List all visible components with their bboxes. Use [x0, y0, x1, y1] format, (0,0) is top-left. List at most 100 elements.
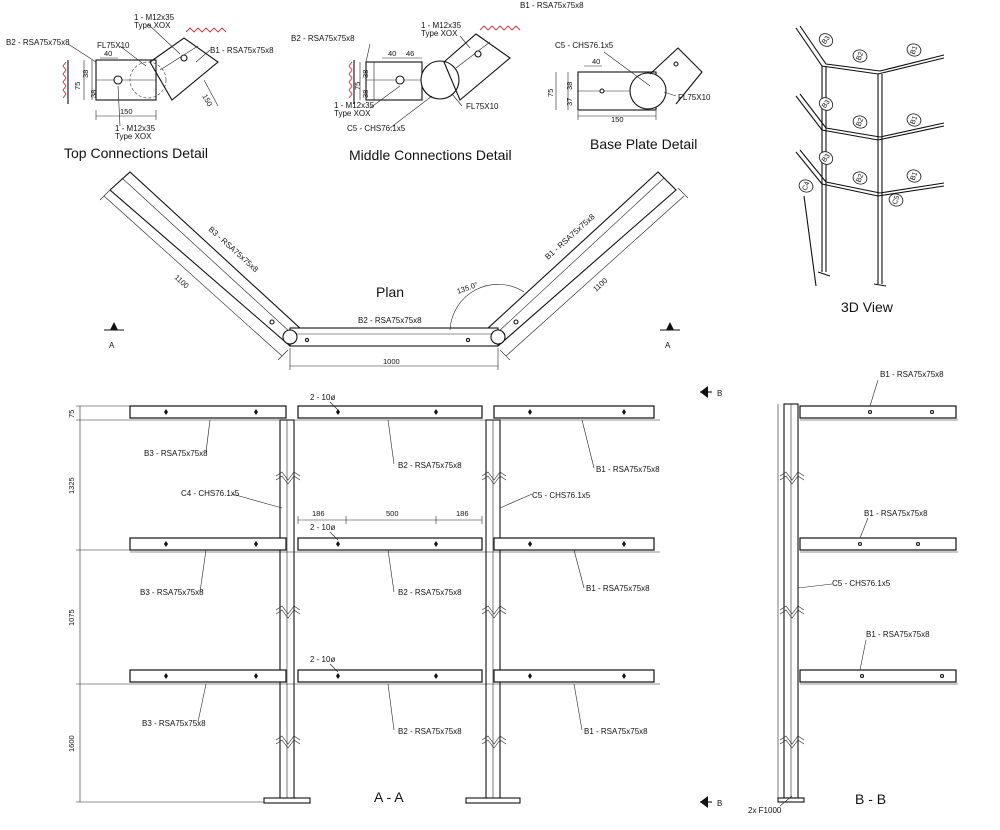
aa-beam-segment	[129, 669, 287, 683]
plan-cut-a-right: A	[665, 341, 671, 350]
bb-cut-bottom: B	[717, 799, 722, 808]
aa-bolt-mark	[434, 673, 438, 679]
aa-bolt-label-3: 2 - 10ø	[310, 655, 335, 664]
aa-bolt-mark	[528, 409, 532, 415]
base-dim-37: 37	[565, 98, 574, 106]
aa-b3-label-1: B3 - RSA75x75x8	[144, 449, 208, 458]
aa-bolt-mark	[164, 541, 168, 547]
aa-leader-line	[205, 419, 211, 453]
base-c5-label: C5 - CHS76.1x5	[555, 41, 614, 50]
aa-b3-label-2: B3 - RSA75x75x8	[140, 588, 204, 597]
section-a-a-beams	[129, 401, 660, 731]
bb-base-label: 2x F1000	[748, 806, 782, 815]
bb-cut-top: B	[717, 389, 722, 398]
aa-bolt-mark	[528, 673, 532, 679]
aa-b1-label-1: B1 - RSA75x75x8	[596, 465, 660, 474]
aa-bolt-mark	[336, 409, 340, 415]
3d-bubble-b1-3: B1	[910, 171, 920, 182]
aa-bolt-mark	[528, 541, 532, 547]
3d-bubble-b3-2: B3	[821, 99, 832, 110]
plan-angle: 135.0°	[456, 280, 480, 296]
base-plate-detail	[555, 47, 703, 120]
top-bolt-b-line2: Type XOX	[115, 132, 152, 141]
aa-leader-line	[329, 401, 339, 411]
aa-beam-segment	[493, 537, 655, 551]
aa-dim-186a: 186	[312, 509, 325, 518]
top-dim-40: 40	[104, 49, 112, 58]
aa-b1-label-3: B1 - RSA75x75x8	[584, 727, 648, 736]
top-connections-detail	[62, 23, 227, 127]
aa-bolt-mark	[164, 409, 168, 415]
section-b-b-title: B - B	[855, 791, 886, 807]
3d-bubble-b2-3: B2	[856, 173, 866, 184]
plan-dim-1100-right: 1100	[591, 276, 609, 293]
top-connections-title: Top Connections Detail	[64, 145, 208, 161]
plan-dim-1100-left: 1100	[173, 273, 191, 290]
aa-leader-line	[199, 549, 207, 593]
aa-beam-segment	[297, 405, 483, 419]
base-dim-38: 38	[565, 82, 574, 90]
mid-bolt-a-line1: 1 - M12x35	[421, 21, 462, 30]
base-dim-150: 150	[611, 115, 624, 124]
top-dim-38a: 38	[81, 70, 90, 78]
3d-bubble-c4: C4	[802, 181, 812, 192]
section-a-a	[76, 405, 521, 804]
aa-bolt-mark	[336, 541, 340, 547]
aa-leader-line	[387, 419, 395, 465]
top-dim-150: 150	[120, 107, 133, 116]
top-b1-label: B1 - RSA75x75x8	[210, 46, 274, 55]
top-b2-label: B2 - RSA75x75x8	[6, 38, 70, 47]
aa-dim-186b: 186	[456, 509, 469, 518]
bb-b1-label-3: B1 - RSA75x75x8	[866, 630, 930, 639]
3d-bubble-c5: C5	[892, 195, 902, 206]
aa-bolt-mark	[622, 541, 626, 547]
aa-leader-line	[329, 531, 339, 541]
section-a-a-title: A - A	[374, 789, 404, 805]
plan-b2-label: B2 - RSA75x75x8	[358, 316, 422, 325]
mid-dim-46: 46	[406, 49, 414, 58]
aa-bolt-mark	[622, 673, 626, 679]
mid-bolt-b-line1: 1 - M12x35	[334, 101, 375, 110]
aa-leader-line	[573, 549, 585, 589]
mid-fl-label: FL75X10	[466, 102, 499, 111]
aa-beam-segment	[129, 537, 287, 551]
top-fl-label: FL75X10	[97, 41, 130, 50]
3d-view	[795, 25, 945, 287]
plan-cut-a-left: A	[109, 341, 115, 350]
top-dim-38b: 38	[89, 90, 98, 98]
3d-bubble-b3-1: B3	[821, 35, 832, 46]
aa-bolt-mark	[336, 673, 340, 679]
aa-bolt-mark	[254, 409, 258, 415]
mid-b2-label: B2 - RSA75x75x8	[291, 34, 355, 43]
3d-bubble-b2-2: B2	[856, 117, 866, 128]
mid-bolt-a-line2: Type XOX	[421, 29, 458, 38]
3d-bubble-b2-1: B2	[856, 51, 866, 62]
aa-leader-line	[499, 493, 533, 509]
aa-dim-1600: 1600	[67, 735, 76, 752]
3d-bubble-b1-1: B1	[910, 45, 920, 56]
middle-connections-title: Middle Connections Detail	[349, 147, 512, 163]
section-b-b	[700, 379, 958, 808]
aa-leader-line	[387, 683, 395, 731]
aa-c4-label: C4 - CHS76.1x5	[181, 489, 240, 498]
aa-bolt-mark	[164, 673, 168, 679]
aa-beam-segment	[297, 669, 483, 683]
aa-c5-label: C5 - CHS76.1x5	[532, 491, 591, 500]
bb-b1-label-1: B1 - RSA75x75x8	[880, 370, 944, 379]
middle-connections-detail	[348, 25, 521, 129]
mid-dim-38b: 38	[361, 90, 370, 98]
aa-bolt-mark	[434, 541, 438, 547]
aa-bolt-mark	[254, 541, 258, 547]
bb-b1-label-2: B1 - RSA75x75x8	[864, 509, 928, 518]
top-bolt-a-line1: 1 - M12x35	[134, 13, 175, 22]
aa-dim-1075: 1075	[67, 609, 76, 626]
aa-bolt-label-1: 2 - 10ø	[310, 393, 335, 402]
mid-b1-label: B1 - RSA75x75x8	[520, 1, 584, 10]
top-bolt-b-line1: 1 - M12x35	[115, 124, 156, 133]
3d-bubble-b3-3: B3	[821, 153, 832, 164]
aa-b2-label-3: B2 - RSA75x75x8	[398, 727, 462, 736]
base-fl-label: FL75X10	[678, 93, 711, 102]
aa-bolt-mark	[434, 409, 438, 415]
aa-leader-line	[387, 549, 395, 593]
